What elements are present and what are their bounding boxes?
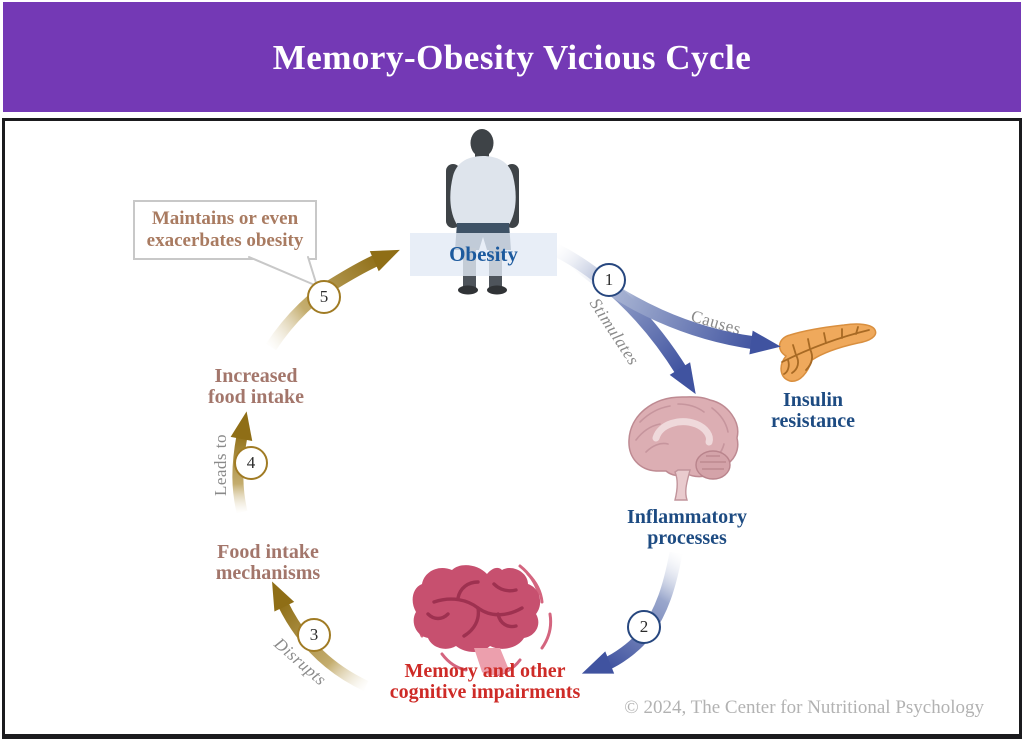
step-2-badge: 2 (627, 610, 661, 644)
pancreas-icon (778, 323, 877, 382)
insulin-resistance-label: Insulin resistance (770, 389, 856, 432)
inflamed-brain-icon (628, 396, 739, 501)
leads-to-label: Leads to (211, 433, 230, 497)
step-5-badge: 5 (307, 280, 341, 314)
header-bar: Memory-Obesity Vicious Cycle (3, 2, 1021, 112)
food-intake-mechanisms-label: Food intake mechanisms (215, 541, 321, 584)
obesity-label: Obesity (410, 233, 557, 276)
memory-impairments-label: Memory and other cognitive impairments (389, 660, 581, 703)
maintains-obesity-callout: Maintains or even exacerbates obesity (133, 200, 317, 260)
copyright-notice: © 2024, The Center for Nutritional Psych… (624, 697, 984, 718)
step-1-badge: 1 (592, 263, 626, 297)
page-title: Memory-Obesity Vicious Cycle (272, 38, 752, 77)
impaired-brain-icon (412, 564, 553, 677)
step-4-badge: 4 (234, 446, 268, 480)
step-3-badge: 3 (297, 618, 331, 652)
inflammatory-processes-label: Inflammatory processes (627, 506, 747, 549)
increased-food-intake-label: Increased food intake (207, 365, 305, 408)
